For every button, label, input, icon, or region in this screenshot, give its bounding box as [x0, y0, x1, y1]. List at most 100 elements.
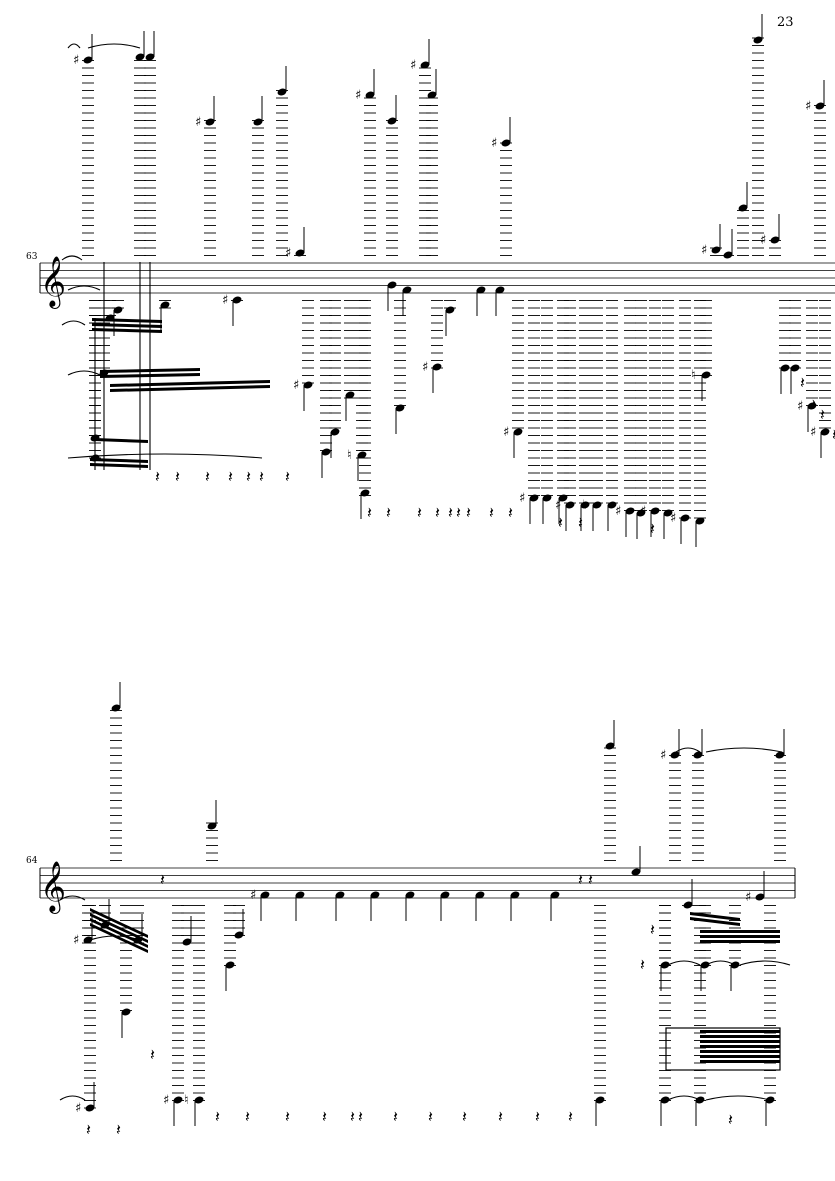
- note-head: [820, 428, 830, 436]
- note-head: [182, 938, 192, 946]
- quarter-rest: 𝄽: [489, 503, 494, 522]
- sharp-sign: ♯: [760, 233, 766, 248]
- sharp-sign: ♯: [503, 425, 509, 440]
- beam: [700, 1060, 780, 1063]
- tie: [675, 747, 701, 753]
- tuplet-bracket: [665, 1027, 781, 1071]
- quarter-rest: 𝄽: [116, 1120, 121, 1139]
- tie: [667, 1095, 701, 1101]
- sharp-sign: ♯: [422, 360, 428, 375]
- note-head: [790, 364, 800, 372]
- note-head: [405, 891, 415, 899]
- quarter-rest: 𝄽: [350, 1107, 355, 1126]
- sharp-sign: ♯: [293, 378, 299, 393]
- note-head: [660, 1096, 670, 1104]
- sharp-sign: ♯: [805, 99, 811, 114]
- sharp-sign: ♯: [615, 504, 621, 519]
- natural-sign: ♮: [347, 448, 352, 463]
- sharp-sign: ♯: [73, 933, 79, 948]
- note-head: [370, 891, 380, 899]
- quarter-rest: 𝄽: [558, 513, 563, 532]
- note-head: [636, 509, 646, 517]
- beam: [92, 328, 162, 333]
- note-head: [335, 891, 345, 899]
- beam: [90, 923, 148, 953]
- quarter-rest: 𝄽: [578, 870, 583, 889]
- sharp-sign: ♯: [285, 246, 291, 261]
- note-head: [807, 402, 817, 410]
- sharp-sign: ♯: [222, 293, 228, 308]
- system-2: 𝄞♯♯♯♮♯♯♯𝄽𝄽𝄽𝄽𝄽𝄽𝄽𝄽𝄽𝄽𝄽𝄽𝄽𝄽𝄽𝄽𝄽𝄽𝄽𝄽𝄽: [39, 682, 796, 1139]
- quarter-rest: 𝄽: [86, 1120, 91, 1139]
- note-head: [121, 1008, 131, 1016]
- quarter-rest: 𝄽: [285, 467, 290, 486]
- note-head: [495, 286, 505, 294]
- sharp-sign: ♯: [410, 58, 416, 73]
- quarter-rest: 𝄽: [800, 373, 805, 392]
- sharp-sign: ♯: [555, 498, 561, 513]
- note-head: [755, 893, 765, 901]
- note-head: [145, 53, 155, 61]
- quarter-rest: 𝄽: [811, 395, 816, 414]
- note-head: [476, 286, 486, 294]
- tie: [705, 960, 736, 966]
- quarter-rest: 𝄽: [456, 503, 461, 522]
- note-head: [631, 868, 641, 876]
- quarter-rest: 𝄽: [358, 1107, 363, 1126]
- beam: [700, 930, 780, 933]
- page-number: 23: [777, 15, 794, 30]
- quarter-rest: 𝄽: [640, 955, 645, 974]
- note-head: [207, 822, 217, 830]
- note-head: [345, 391, 355, 399]
- note-head: [475, 891, 485, 899]
- quarter-rest: 𝄽: [650, 519, 655, 538]
- sharp-sign: ♯: [810, 425, 816, 440]
- quarter-rest: 𝄽: [535, 1107, 540, 1126]
- note-head: [194, 1096, 204, 1104]
- note-head: [513, 428, 523, 436]
- beam: [700, 1045, 780, 1048]
- note-head: [173, 1096, 183, 1104]
- beam: [690, 912, 740, 921]
- note-head: [625, 507, 635, 515]
- sharp-sign: ♯: [519, 491, 525, 506]
- note-head: [365, 91, 375, 99]
- note-head: [387, 281, 397, 289]
- natural-sign: ♮: [691, 368, 696, 383]
- beam: [700, 1050, 780, 1053]
- note-head: [711, 246, 721, 254]
- sharp-sign: ♯: [355, 88, 361, 103]
- measure-number-64: 64: [26, 856, 38, 866]
- note-head: [234, 931, 244, 939]
- note-head: [683, 901, 693, 909]
- tie: [739, 960, 791, 966]
- quarter-rest: 𝄽: [205, 467, 210, 486]
- quarter-rest: 𝄽: [466, 503, 471, 522]
- beam: [92, 318, 162, 323]
- quarter-rest: 𝄽: [386, 503, 391, 522]
- beam: [690, 917, 740, 926]
- note-head: [402, 286, 412, 294]
- sharp-sign: ♯: [491, 136, 497, 151]
- beam: [92, 323, 162, 328]
- note-head: [580, 501, 590, 509]
- beam: [90, 463, 148, 468]
- tie: [89, 935, 141, 941]
- note-head: [205, 118, 215, 126]
- note-head: [701, 371, 711, 379]
- quarter-rest: 𝄽: [246, 467, 251, 486]
- beam: [700, 1030, 780, 1033]
- quarter-rest: 𝄽: [285, 1107, 290, 1126]
- sharp-sign: ♯: [75, 1101, 81, 1116]
- beam: [95, 438, 148, 443]
- note-head: [680, 514, 690, 522]
- quarter-rest: 𝄽: [417, 503, 422, 522]
- sharp-sign: ♯: [701, 243, 707, 258]
- sharp-sign: ♯: [640, 504, 646, 519]
- quarter-rest: 𝄽: [160, 870, 165, 889]
- quarter-rest: 𝄽: [462, 1107, 467, 1126]
- note-head: [775, 751, 785, 759]
- beam: [700, 1040, 780, 1043]
- note-head: [420, 61, 430, 69]
- note-head: [440, 891, 450, 899]
